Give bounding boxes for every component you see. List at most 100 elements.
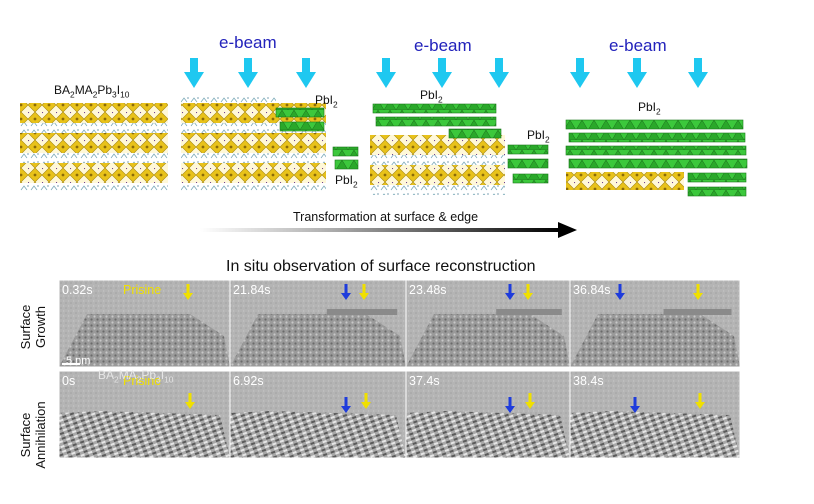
tem-panel: [405, 279, 571, 368]
ebeam-arrow: [627, 58, 647, 88]
schematic-section: [20, 58, 748, 238]
pbi2-label-3: PbI2: [420, 88, 443, 105]
tem-panel: [58, 279, 231, 368]
pristine-label: Prisine: [123, 374, 162, 388]
transformation-arrow-head: [558, 222, 577, 238]
organic-spacer: [370, 185, 505, 195]
organic-spacer: [181, 123, 326, 133]
yellow-arrow-marker: [361, 393, 371, 409]
tem-crystal: [406, 411, 570, 458]
ebeam-label-2: e-beam: [414, 36, 472, 55]
yellow-arrow-marker: [695, 393, 705, 409]
timestamp-label: 36.84s: [573, 283, 611, 297]
pbi2-sheet: [372, 103, 497, 114]
scale-bar-annihilation: [62, 481, 88, 483]
tem-crystal: [406, 314, 570, 367]
material-formula: BA2MA2Pb3I10: [54, 83, 130, 100]
tem-section: [58, 279, 741, 483]
pbi2-sheet: [565, 145, 747, 156]
yellow-arrow-marker: [525, 393, 535, 409]
yellow-arrow-marker: [359, 284, 369, 300]
pbi2-sheet: [565, 119, 744, 130]
organic-spacer: [181, 153, 326, 163]
perovskite-layer: [181, 163, 326, 183]
pbi2-label-1: PbI2: [315, 93, 338, 110]
growth-perovskite-stack: [370, 135, 505, 195]
pbi2-sheet: [687, 186, 747, 197]
pbi2-sheet: [568, 158, 748, 169]
perovskite-layer: [20, 103, 168, 123]
perovskite-layer: [370, 135, 505, 155]
yellow-arrow-marker: [523, 284, 533, 300]
tem-panel: [229, 370, 407, 459]
timestamp-label: 38.4s: [573, 374, 604, 388]
tem-crystal: [59, 314, 230, 367]
tem-panel: [229, 279, 407, 368]
residual-perovskite-layer: [566, 172, 684, 190]
tem-panel: [405, 370, 571, 459]
ebeam-label-1: e-beam: [219, 33, 277, 52]
pbi2-sheet: [687, 172, 747, 183]
tem-panel-border: [569, 370, 741, 459]
pbi2-sheet: [279, 121, 325, 132]
blue-arrow-marker: [505, 397, 515, 413]
ebeam-arrow: [432, 58, 452, 88]
organic-spacer: [181, 183, 326, 193]
tem-surface-layer: [326, 309, 398, 315]
decomposing-surface: [181, 97, 276, 103]
blue-arrow-marker: [341, 284, 351, 300]
perovskite-layer: [370, 165, 505, 185]
perovskite-layer: [20, 133, 168, 153]
blue-arrow-marker: [630, 397, 640, 413]
pbi2-label-2: PbI2: [335, 173, 358, 190]
tem-panel: [58, 370, 231, 459]
scale-bar-label-annihilation: 2 nm: [66, 466, 91, 478]
pbi2-sheet: [448, 128, 502, 139]
timestamp-label: 37.4s: [409, 374, 440, 388]
tem-overlay-formula: BA2MA2Pb3I10: [98, 368, 174, 385]
pbi2-label-4: PbI2: [527, 128, 550, 145]
blue-arrow-marker: [505, 284, 515, 300]
tem-panel: [569, 279, 741, 368]
organic-spacer: [20, 123, 168, 133]
tem-crystal: [59, 411, 230, 458]
pbi2-sheet: [568, 132, 746, 143]
ebeam-arrow: [296, 58, 316, 88]
transformation-label: Transformation at surface & edge: [293, 210, 479, 224]
timestamp-label: 0s: [62, 374, 76, 388]
blue-arrow-marker: [615, 284, 625, 300]
ebeam-arrow: [376, 58, 396, 88]
ebeam-label-3: e-beam: [609, 36, 667, 55]
tem-title: In situ observation of surface reconstru…: [226, 258, 536, 275]
tem-surface-layer: [496, 309, 562, 315]
pristine-perovskite-stack: [20, 103, 168, 193]
tem-crystal: [230, 411, 406, 458]
blue-arrow-marker: [341, 397, 351, 413]
pbi2-sheet: [507, 144, 549, 155]
pbi2-sheet: [275, 107, 325, 118]
pbi2-sheet: [507, 158, 549, 169]
pbi2-sheet: [332, 146, 359, 157]
timestamp-label: 21.84s: [233, 283, 271, 297]
pbi2-sheet: [375, 116, 497, 127]
pbi2-sheet: [512, 173, 549, 184]
perovskite-layer: [20, 163, 168, 183]
ebeam-arrow: [570, 58, 590, 88]
transformation-arrow-shaft: [200, 228, 560, 232]
ebeam-arrow: [688, 58, 708, 88]
tem-crystal: [570, 314, 740, 367]
ebeam-arrow: [238, 58, 258, 88]
pristine-label: Prisine: [123, 283, 162, 297]
perovskite-layer: [181, 133, 326, 153]
timestamp-label: 23.48s: [409, 283, 447, 297]
ebeam-arrow: [184, 58, 204, 88]
organic-spacer: [20, 153, 168, 163]
scale-bar-growth: [62, 363, 80, 365]
tem-crystal: [230, 314, 406, 367]
tem-crystal: [570, 411, 740, 458]
timestamp-label: 6.92s: [233, 374, 264, 388]
pbi2-label-5: PbI2: [638, 100, 661, 117]
pbi2-sheet: [334, 159, 359, 170]
